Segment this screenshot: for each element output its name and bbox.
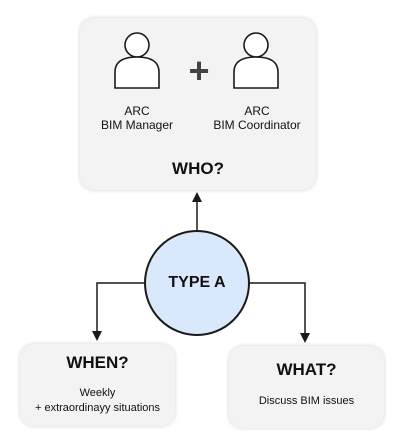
when-title: WHEN? bbox=[66, 353, 129, 372]
what-detail: Discuss BIM issues bbox=[258, 395, 355, 407]
arrow-to-when bbox=[92, 282, 146, 341]
role-right-label: ARC BIM Coordinator bbox=[202, 104, 312, 132]
role-left-title: BIM Manager bbox=[100, 118, 174, 132]
what-box: WHAT? Discuss BIM issues bbox=[229, 346, 384, 428]
when-detail-line-2: + extraordinayy situations bbox=[34, 402, 161, 414]
role-right-title: BIM Coordinator bbox=[213, 118, 301, 132]
when-box: WHEN? Weekly + extraordinayy situations bbox=[20, 344, 175, 426]
person-icon bbox=[114, 32, 160, 89]
when-detail: Weekly + extraordinayy situations bbox=[20, 386, 175, 416]
what-title: WHAT? bbox=[276, 360, 337, 379]
role-left-label: ARC BIM Manager bbox=[87, 104, 187, 132]
who-title: WHO? bbox=[172, 159, 224, 178]
type-a-label: TYPE A bbox=[168, 274, 226, 291]
role-left-org: ARC bbox=[124, 104, 150, 118]
plus-icon: + bbox=[188, 50, 210, 91]
type-a-node: TYPE A bbox=[144, 230, 250, 336]
who-box: + ARC BIM Manager ARC BIM Coordinator WH… bbox=[80, 18, 316, 190]
arrow-to-what bbox=[249, 282, 310, 343]
role-right-org: ARC bbox=[244, 104, 270, 118]
when-detail-line-1: Weekly bbox=[79, 387, 116, 399]
person-icon bbox=[233, 32, 279, 89]
